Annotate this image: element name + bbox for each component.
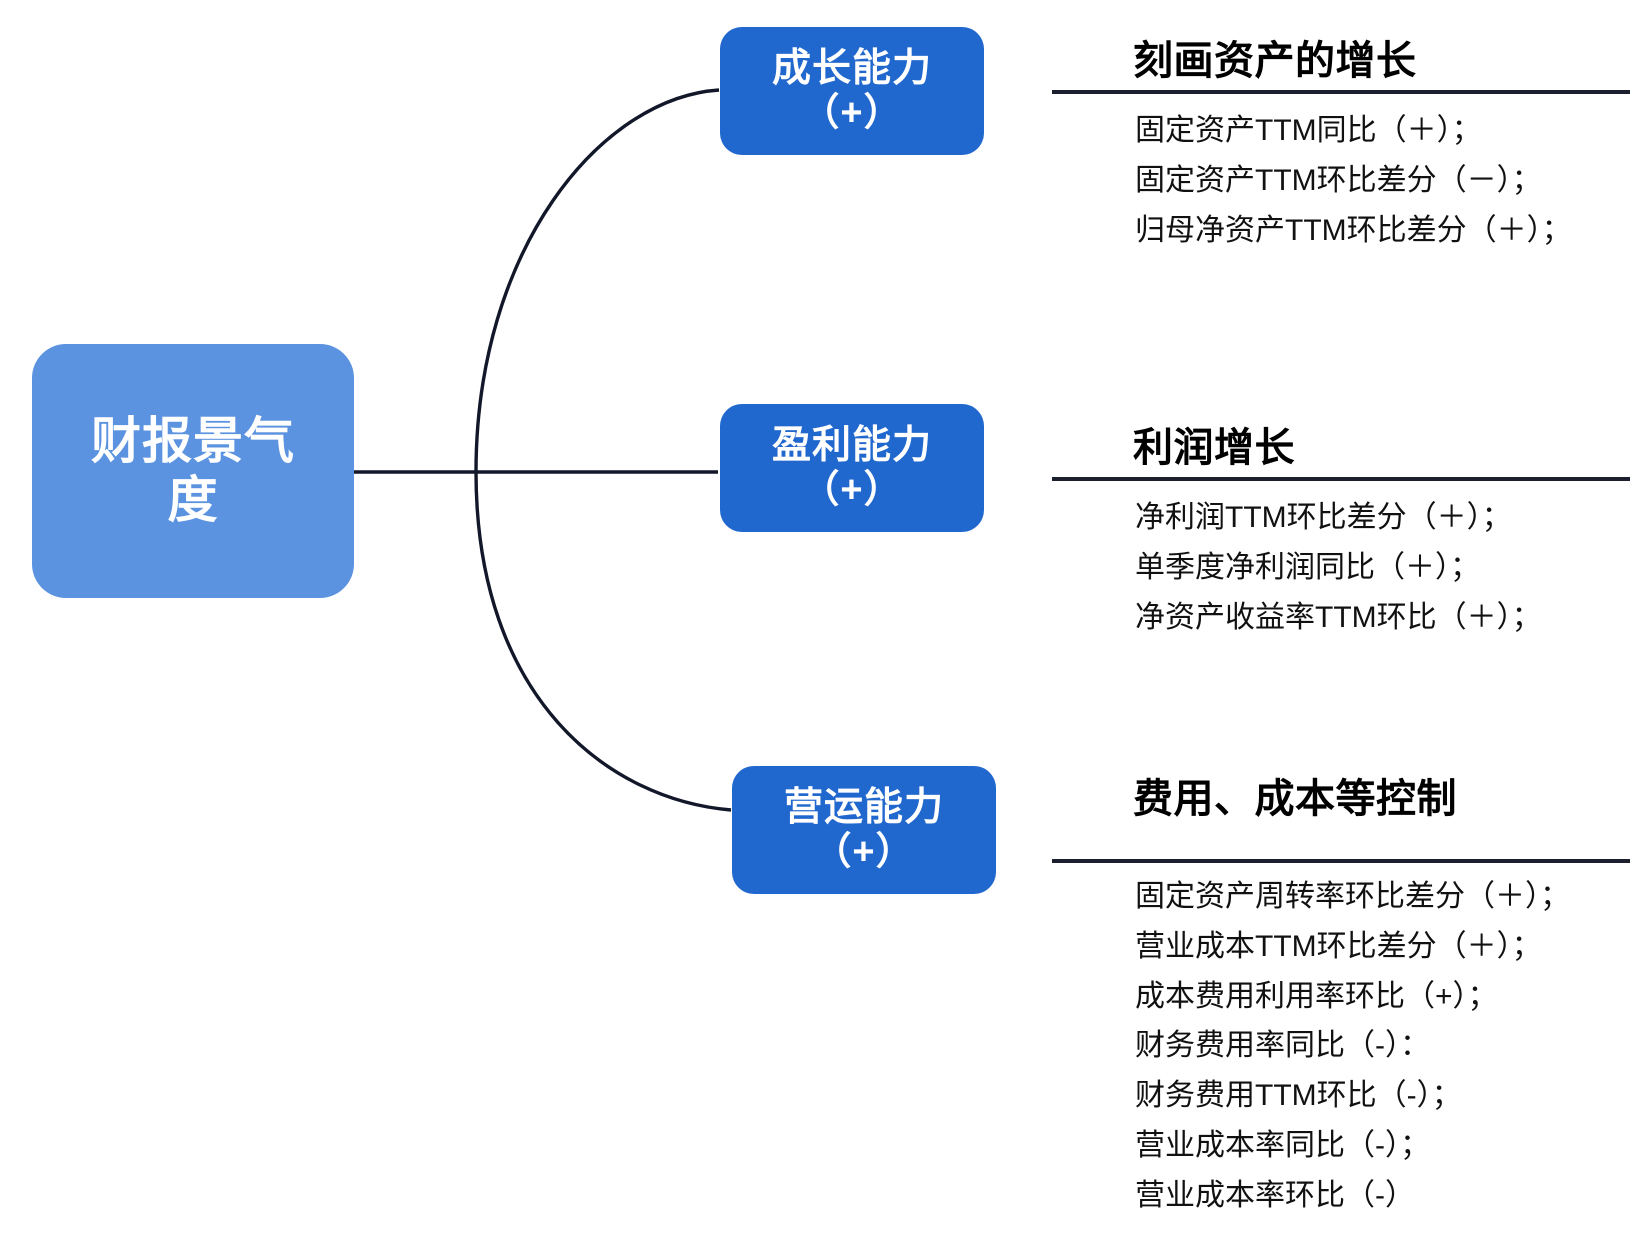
branch-node-growth[interactable]: 成长能力 （+）: [720, 27, 984, 155]
detail-list-profitability: 净利润TTM环比差分（＋）； 单季度净利润同比（＋）； 净资产收益率TTM环比（…: [1135, 493, 1542, 642]
branch-node-operations-label: 营运能力: [783, 786, 944, 830]
branch-node-profitability-sign: （+）: [801, 468, 903, 511]
list-item: 营业成本率同比（-）；: [1135, 1128, 1430, 1162]
root-node-label-line-1: 财报景气: [91, 413, 295, 469]
detail-rule-profitability: [1052, 477, 1630, 481]
branch-node-growth-sign: （+）: [801, 91, 903, 134]
list-item: 营业成本率环比（-）: [1135, 1178, 1415, 1212]
root-node[interactable]: 财报景气 度: [32, 344, 354, 598]
list-item: 财务费用TTM环比（-）；: [1135, 1079, 1462, 1113]
list-item: 归母净资产TTM环比差分（＋）；: [1135, 213, 1572, 247]
list-item: 营业成本TTM环比差分（＋）；: [1135, 929, 1542, 963]
root-node-label-line-2: 度: [167, 472, 219, 528]
branch-node-growth-label: 成长能力: [771, 47, 932, 91]
detail-heading-operations: 费用、成本等控制: [1133, 777, 1457, 821]
list-item: 净利润TTM环比差分（＋）；: [1135, 501, 1512, 534]
branch-node-profitability-label: 盈利能力: [771, 424, 932, 468]
branch-node-profitability[interactable]: 盈利能力 （+）: [720, 404, 984, 532]
list-item: 财务费用率同比（-）：: [1135, 1029, 1430, 1063]
detail-rule-growth: [1052, 90, 1630, 94]
list-item: 固定资产TTM环比差分（－）；: [1135, 163, 1542, 197]
detail-heading-growth: 刻画资产的增长: [1133, 39, 1417, 83]
list-item: 固定资产TTM同比（＋）；: [1135, 114, 1482, 147]
detail-heading-profitability: 利润增长: [1133, 426, 1295, 470]
branch-node-operations-sign: （+）: [813, 830, 915, 873]
list-item: 净资产收益率TTM环比（＋）；: [1135, 600, 1542, 634]
detail-list-operations: 固定资产周转率环比差分（＋）； 营业成本TTM环比差分（＋）； 成本费用利用率环…: [1135, 872, 1570, 1221]
detail-list-growth: 固定资产TTM同比（＋）； 固定资产TTM环比差分（－）； 归母净资产TTM环比…: [1135, 106, 1572, 255]
list-item: 固定资产周转率环比差分（＋）；: [1135, 880, 1570, 913]
detail-rule-operations: [1052, 859, 1630, 863]
list-item: 成本费用利用率环比（+）；: [1135, 979, 1498, 1013]
branch-node-operations[interactable]: 营运能力 （+）: [732, 766, 996, 894]
list-item: 单季度净利润同比（＋）；: [1135, 550, 1480, 584]
